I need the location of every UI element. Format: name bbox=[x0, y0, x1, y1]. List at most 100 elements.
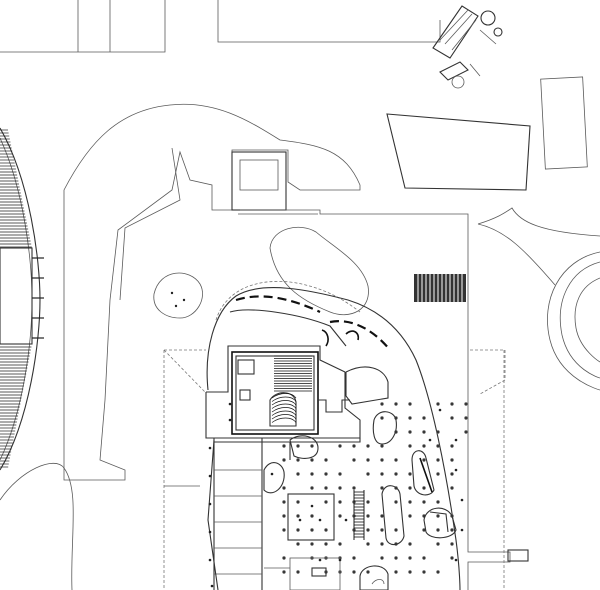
grid-dot bbox=[394, 528, 398, 532]
grid-dot bbox=[394, 458, 398, 462]
grid-dot bbox=[422, 556, 426, 560]
grid-dot bbox=[380, 528, 384, 532]
grid-dot bbox=[408, 402, 412, 406]
bollard-dot bbox=[338, 558, 342, 562]
grid-dot bbox=[450, 458, 454, 462]
bollard-dot bbox=[318, 558, 322, 562]
plaza-dashed-boundary bbox=[163, 349, 506, 590]
grid-dot bbox=[380, 458, 384, 462]
grid-dot bbox=[436, 570, 440, 574]
grid-dot bbox=[282, 570, 286, 574]
grid-dot bbox=[394, 556, 398, 560]
bollard-dot bbox=[208, 502, 212, 506]
grid-dot bbox=[422, 486, 426, 490]
bollard-dot bbox=[208, 474, 212, 478]
grid-dot bbox=[394, 402, 398, 406]
seating-arc bbox=[271, 410, 297, 416]
grid-dot bbox=[324, 542, 328, 546]
seating-arc bbox=[271, 396, 297, 402]
grid-dot bbox=[450, 416, 454, 420]
grid-dot bbox=[380, 542, 384, 546]
grid-dot bbox=[436, 514, 440, 518]
grid-dot bbox=[450, 402, 454, 406]
grid-dot bbox=[422, 500, 426, 504]
bollard-dot bbox=[208, 530, 212, 534]
grid-dot bbox=[296, 458, 300, 462]
grid-dot bbox=[380, 514, 384, 518]
plaza-islands bbox=[263, 411, 457, 590]
grid-dot bbox=[352, 556, 356, 560]
grid-dot bbox=[282, 556, 286, 560]
grid-dot bbox=[338, 500, 342, 504]
grid-dot bbox=[282, 458, 286, 462]
grid-dot bbox=[464, 402, 468, 406]
grid-dot bbox=[422, 528, 426, 532]
grid-dot bbox=[338, 472, 342, 476]
grid-dot bbox=[366, 570, 370, 574]
grid-dot bbox=[296, 444, 300, 448]
grid-dot bbox=[296, 542, 300, 546]
grid-dot bbox=[450, 486, 454, 490]
grid-dot bbox=[408, 570, 412, 574]
bollard-dot bbox=[270, 472, 274, 476]
grid-dot bbox=[366, 500, 370, 504]
grid-dot bbox=[282, 500, 286, 504]
right-stadium bbox=[547, 251, 600, 391]
seating-arc bbox=[271, 403, 297, 409]
grid-dot bbox=[436, 472, 440, 476]
grid-dot bbox=[394, 472, 398, 476]
grid-dot bbox=[366, 528, 370, 532]
grid-dot bbox=[366, 444, 370, 448]
grid-dot bbox=[436, 542, 440, 546]
grid-dot bbox=[408, 416, 412, 420]
grid-dot bbox=[450, 542, 454, 546]
grid-dot bbox=[436, 500, 440, 504]
grid-dot bbox=[380, 402, 384, 406]
grid-dot bbox=[380, 556, 384, 560]
plaza-bollards bbox=[208, 402, 464, 588]
bollard-dot bbox=[208, 446, 212, 450]
grid-dot bbox=[310, 514, 314, 518]
seating-arc bbox=[271, 407, 297, 413]
bollard-dot bbox=[298, 518, 302, 522]
bottom-right-box bbox=[507, 549, 529, 562]
grid-dot bbox=[296, 528, 300, 532]
grid-dot bbox=[408, 472, 412, 476]
grid-dot bbox=[296, 472, 300, 476]
seating-arc bbox=[271, 393, 297, 399]
grid-dot bbox=[352, 486, 356, 490]
ladder-element bbox=[353, 490, 365, 540]
grid-dot bbox=[380, 472, 384, 476]
grid-dot bbox=[338, 514, 342, 518]
trapezoid-building bbox=[386, 113, 531, 191]
left-path bbox=[0, 463, 74, 590]
grid-dot bbox=[282, 486, 286, 490]
garden-blob bbox=[269, 226, 369, 316]
grid-dot bbox=[310, 528, 314, 532]
grid-dot bbox=[338, 486, 342, 490]
grid-dot bbox=[436, 528, 440, 532]
top-right-equipment bbox=[432, 5, 503, 89]
bollard-dot bbox=[228, 402, 232, 406]
grid-dot bbox=[352, 458, 356, 462]
left-stadium bbox=[0, 127, 44, 471]
grid-dot bbox=[324, 500, 328, 504]
small-building-cluster bbox=[231, 151, 287, 211]
bollard-dot bbox=[344, 518, 348, 522]
grid-dot bbox=[408, 542, 412, 546]
main-building bbox=[205, 345, 389, 439]
grid-dot bbox=[282, 528, 286, 532]
right-small-building bbox=[540, 76, 588, 170]
grid-dot bbox=[282, 514, 286, 518]
bollard-dot bbox=[460, 498, 464, 502]
bollard-dot bbox=[210, 584, 214, 588]
grid-dot bbox=[408, 514, 412, 518]
grid-dot bbox=[324, 472, 328, 476]
grid-dot bbox=[296, 570, 300, 574]
bollard-dot bbox=[438, 408, 442, 412]
bollard-dot bbox=[208, 558, 212, 562]
grid-dot bbox=[464, 416, 468, 420]
grid-dot bbox=[366, 472, 370, 476]
bollard-dot bbox=[454, 558, 458, 562]
